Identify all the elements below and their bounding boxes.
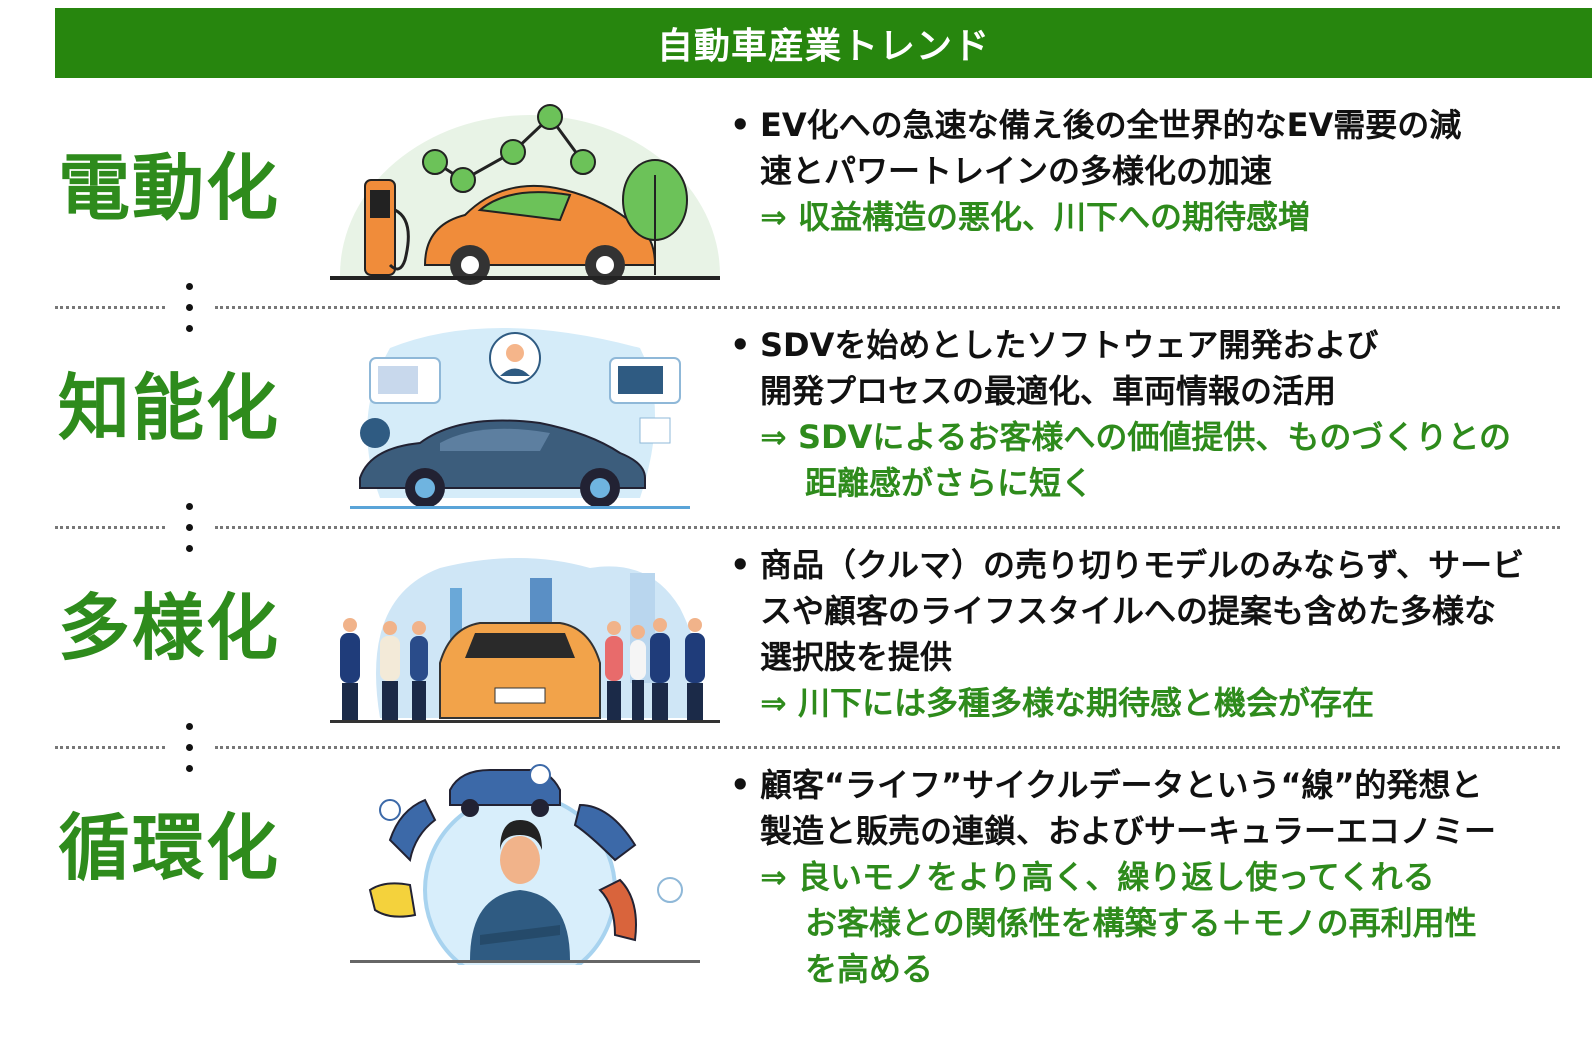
bullet-item: • SDVを始めとしたソフトウェア開発および 開発プロセスの最適化、車両情報の活… bbox=[730, 322, 1590, 414]
section-label: 多様化 bbox=[58, 586, 281, 670]
bullet-icon: • bbox=[730, 766, 751, 804]
section-divider bbox=[55, 746, 165, 749]
bullet-item: • 顧客“ライフ”サイクルデータという“線”的発想と 製造と販売の連鎖、およびサ… bbox=[730, 762, 1590, 854]
bullet-line: 商品（クルマ）の売り切りモデルのみならず、サービ bbox=[760, 546, 1525, 584]
ellipsis-dot bbox=[186, 765, 193, 772]
section-divider bbox=[215, 526, 1560, 529]
section-text: • SDVを始めとしたソフトウェア開発および 開発プロセスの最適化、車両情報の活… bbox=[730, 322, 1590, 506]
bullet-line: 顧客“ライフ”サイクルデータという“線”的発想と bbox=[760, 766, 1483, 804]
bullet-icon: • bbox=[730, 546, 751, 584]
ev-charging-car-illustration bbox=[330, 104, 720, 290]
result-line: を高める bbox=[805, 950, 934, 988]
section-text: • 顧客“ライフ”サイクルデータという“線”的発想と 製造と販売の連鎖、およびサ… bbox=[730, 762, 1590, 992]
section-divider bbox=[215, 746, 1560, 749]
result-line: ⇒ 川下には多種多様な期待感と機会が存在 bbox=[760, 684, 1374, 722]
result-text: ⇒ 川下には多種多様な期待感と機会が存在 bbox=[730, 680, 1590, 726]
page-title: 自動車産業トレンド bbox=[656, 26, 990, 67]
connected-software-car-illustration bbox=[350, 328, 690, 509]
section-label: 知能化 bbox=[58, 366, 281, 450]
section-label: 循環化 bbox=[58, 806, 281, 890]
result-text: ⇒ SDVによるお客様への価値提供、ものづくりとの 距離感がさらに短く bbox=[730, 414, 1590, 506]
ellipsis-dot bbox=[186, 283, 193, 290]
ellipsis-dot bbox=[186, 503, 193, 510]
section-divider bbox=[215, 306, 1560, 309]
result-line: 距離感がさらに短く bbox=[805, 464, 1094, 502]
bullet-item: • EV化への急速な備え後の全世界的なEV需要の減 速とパワートレインの多様化の… bbox=[730, 102, 1590, 194]
ellipsis-dot bbox=[186, 304, 193, 311]
section-text: • 商品（クルマ）の売り切りモデルのみならず、サービ スや顧客のライフスタイルへ… bbox=[730, 542, 1590, 726]
result-text: ⇒ 収益構造の悪化、川下への期待感増 bbox=[730, 194, 1590, 240]
section-divider bbox=[55, 526, 165, 529]
ellipsis-dot bbox=[186, 545, 193, 552]
section-text: • EV化への急速な備え後の全世界的なEV需要の減 速とパワートレインの多様化の… bbox=[730, 102, 1590, 240]
result-line: ⇒ 良いモノをより高く、繰り返し使ってくれる bbox=[760, 858, 1435, 896]
circular-lifecycle-illustration bbox=[350, 764, 700, 965]
bullet-line: EV化への急速な備え後の全世界的なEV需要の減 bbox=[760, 106, 1462, 144]
result-line: ⇒ SDVによるお客様への価値提供、ものづくりとの bbox=[760, 418, 1512, 456]
bullet-item: • 商品（クルマ）の売り切りモデルのみならず、サービ スや顧客のライフスタイルへ… bbox=[730, 542, 1590, 680]
title-banner: 自動車産業トレンド bbox=[55, 8, 1592, 78]
ellipsis-dot bbox=[186, 325, 193, 332]
bullet-line: 選択肢を提供 bbox=[760, 638, 953, 676]
bullet-line: 開発プロセスの最適化、車両情報の活用 bbox=[760, 372, 1337, 410]
ellipsis-dot bbox=[186, 744, 193, 751]
ellipsis-dot bbox=[186, 723, 193, 730]
people-around-car-illustration bbox=[330, 558, 720, 723]
bullet-icon: • bbox=[730, 326, 751, 364]
result-line: お客様との関係性を構築する＋モノの再利用性 bbox=[805, 904, 1477, 942]
ellipsis-dot bbox=[186, 524, 193, 531]
bullet-icon: • bbox=[730, 106, 751, 144]
bullet-line: 製造と販売の連鎖、およびサーキュラーエコノミー bbox=[760, 812, 1497, 850]
bullet-line: スや顧客のライフスタイルへの提案も含めた多様な bbox=[760, 592, 1497, 630]
result-text: ⇒ 良いモノをより高く、繰り返し使ってくれる お客様との関係性を構築する＋モノの… bbox=[730, 854, 1590, 992]
bullet-line: 速とパワートレインの多様化の加速 bbox=[760, 152, 1273, 190]
bullet-line: SDVを始めとしたソフトウェア開発および bbox=[760, 326, 1379, 364]
section-label: 電動化 bbox=[58, 146, 281, 230]
result-line: ⇒ 収益構造の悪化、川下への期待感増 bbox=[760, 198, 1310, 236]
section-divider bbox=[55, 306, 165, 309]
